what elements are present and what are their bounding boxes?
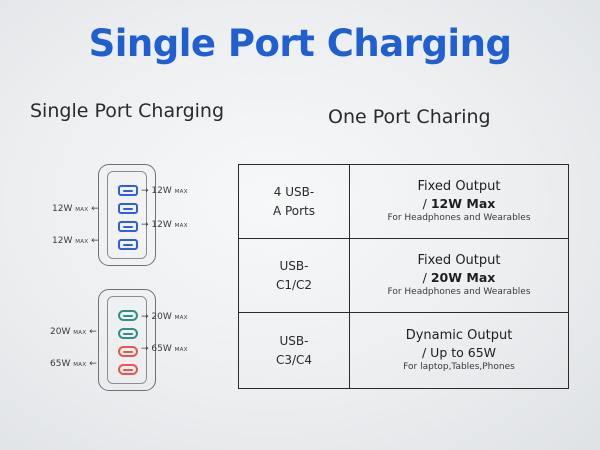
left-section-title: Single Port Charging: [30, 100, 225, 122]
arrow-right-icon: →: [141, 312, 152, 322]
port-output-table: 4 USB-A Ports Fixed Output / 12W Max For…: [238, 164, 569, 389]
table-row: USB-C3/C4 Dynamic Output / Up to 65W For…: [239, 313, 568, 388]
usb-a-port-icon: [118, 239, 138, 250]
usb-a-port-icon: [118, 221, 138, 232]
charger-usb-c-illustration: [98, 289, 156, 391]
headline: Single Port Charging: [88, 22, 512, 65]
charger-face: [107, 296, 147, 384]
arrow-right-icon: →: [141, 344, 152, 354]
table-row: 4 USB-A Ports Fixed Output / 12W Max For…: [239, 165, 568, 239]
table-row: USB-C1/C2 Fixed Output / 20W Max For Hea…: [239, 239, 568, 313]
charger-usb-a-illustration: [98, 164, 156, 266]
arrow-left-icon: ←: [86, 327, 97, 337]
port-power-label: → 65W MAX: [141, 344, 188, 354]
right-section-title: One Port Charing: [328, 106, 491, 128]
output-note: For laptop,Tables,Phones: [403, 362, 515, 372]
output-rating: / 12W Max: [422, 196, 496, 211]
port-power-label: 20W MAX ←: [50, 327, 97, 337]
output-cell: Fixed Output / 20W Max For Headphones an…: [350, 239, 568, 312]
usb-c-port-icon: [118, 346, 138, 357]
output-cell: Dynamic Output / Up to 65W For laptop,Ta…: [350, 313, 568, 388]
port-cell: 4 USB-A Ports: [239, 165, 350, 238]
port-cell: USB-C3/C4: [239, 313, 350, 388]
output-note: For Headphones and Wearables: [387, 213, 531, 223]
port-cell: USB-C1/C2: [239, 239, 350, 312]
usb-a-port-icon: [118, 185, 138, 196]
port-power-label: → 12W MAX: [141, 186, 188, 196]
usb-c-port-icon: [118, 310, 138, 321]
arrow-left-icon: ←: [86, 359, 97, 369]
output-title: Fixed Output: [417, 179, 501, 194]
output-cell: Fixed Output / 12W Max For Headphones an…: [350, 165, 568, 238]
port-power-label: → 12W MAX: [141, 220, 188, 230]
usb-c-port-icon: [118, 328, 138, 339]
port-power-label: 12W MAX ←: [52, 204, 99, 214]
output-rating: / Up to 65W: [421, 345, 497, 360]
port-power-label: → 20W MAX: [141, 312, 188, 322]
usb-c-port-icon: [118, 364, 138, 375]
output-title: Fixed Output: [417, 253, 501, 268]
arrow-left-icon: ←: [88, 204, 99, 214]
port-power-label: 12W MAX ←: [52, 236, 99, 246]
arrow-right-icon: →: [141, 220, 152, 230]
output-note: For Headphones and Wearables: [387, 287, 531, 297]
port-power-label: 65W MAX ←: [50, 359, 97, 369]
output-rating: / 20W Max: [422, 270, 496, 285]
charger-face: [107, 171, 147, 259]
arrow-left-icon: ←: [88, 236, 99, 246]
arrow-right-icon: →: [141, 186, 152, 196]
usb-a-port-icon: [118, 203, 138, 214]
output-title: Dynamic Output: [405, 328, 513, 343]
